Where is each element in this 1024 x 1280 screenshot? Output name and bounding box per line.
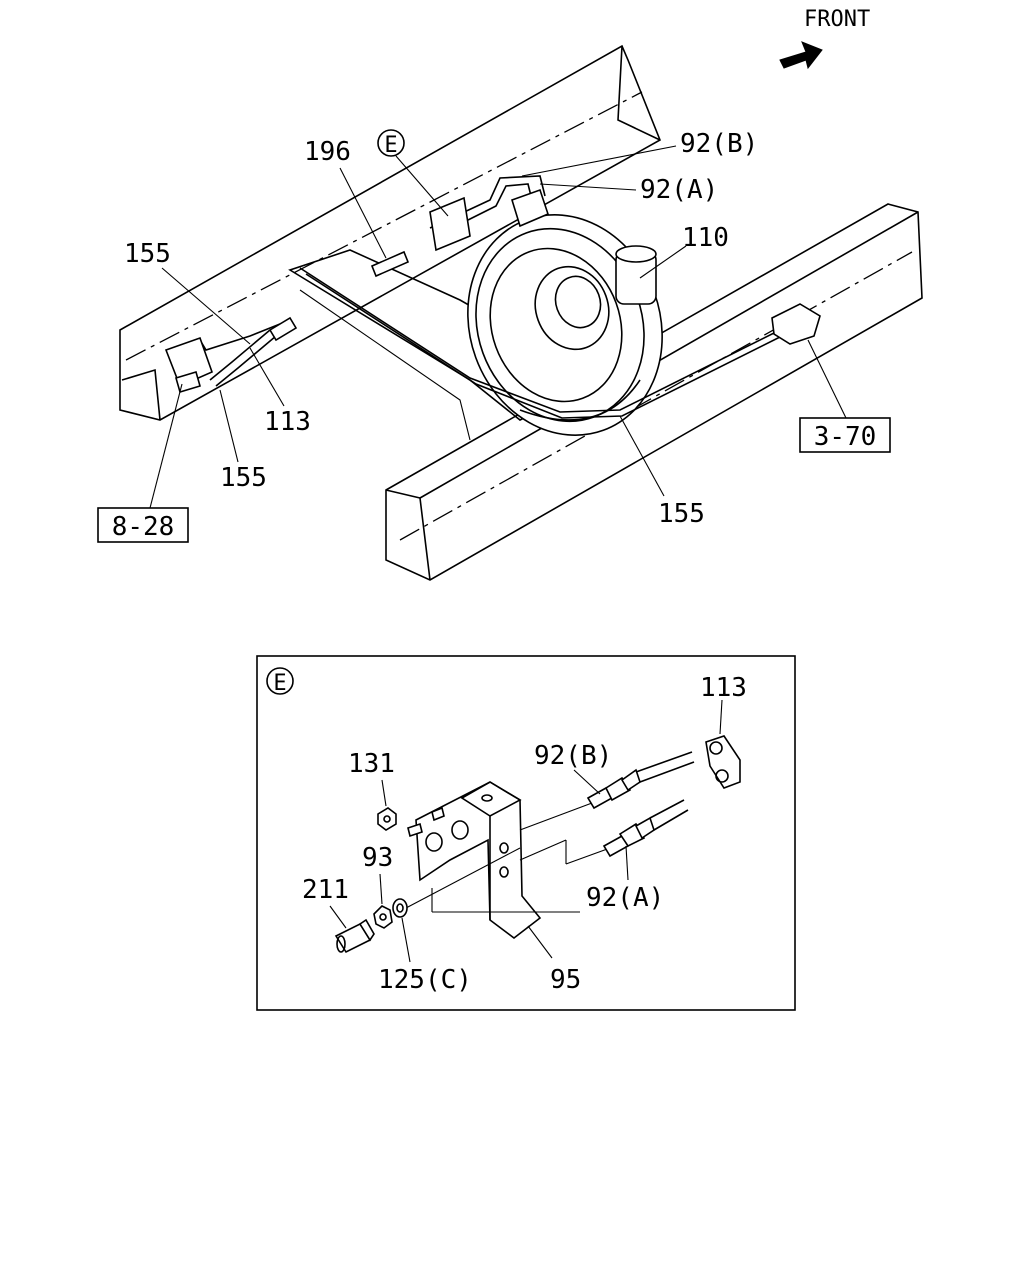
callout-196: 196 bbox=[304, 137, 351, 167]
callout-93: 93 bbox=[362, 843, 393, 873]
callout-125c: 125(C) bbox=[378, 965, 472, 995]
callout-95: 95 bbox=[550, 965, 581, 995]
svg-text:3-70: 3-70 bbox=[814, 422, 877, 452]
svg-text:E: E bbox=[273, 671, 286, 696]
callout-155-upper: 155 bbox=[124, 239, 171, 269]
ref-box-3-70[interactable]: 3-70 bbox=[799, 417, 891, 453]
nut-131 bbox=[377, 807, 397, 831]
callout-113-main: 113 bbox=[264, 407, 311, 437]
callout-211: 211 bbox=[302, 875, 349, 905]
leader-lines-main bbox=[149, 145, 847, 509]
bracket-95 bbox=[407, 781, 542, 940]
callout-155-left: 155 bbox=[220, 463, 267, 493]
callout-92b-detail: 92(B) bbox=[534, 741, 612, 771]
frame-assembly bbox=[119, 44, 923, 581]
front-label: FRONT bbox=[804, 7, 870, 32]
callout-92a-detail: 92(A) bbox=[586, 883, 664, 913]
svg-text:8-28: 8-28 bbox=[112, 512, 175, 542]
callout-131: 131 bbox=[348, 749, 395, 779]
valve-right bbox=[771, 303, 821, 345]
washer-125c bbox=[392, 898, 408, 918]
callout-113-detail: 113 bbox=[700, 673, 747, 703]
fitting-92a bbox=[602, 799, 689, 858]
detail-marker-e-main: E bbox=[377, 129, 405, 158]
mounting-bracket-e bbox=[429, 188, 549, 252]
callout-92a-main: 92(A) bbox=[640, 175, 718, 205]
callout-110: 110 bbox=[682, 223, 729, 253]
brake-drum bbox=[467, 214, 663, 436]
union-211 bbox=[334, 918, 375, 954]
clip-113 bbox=[705, 735, 741, 789]
ref-box-8-28[interactable]: 8-28 bbox=[97, 507, 189, 543]
nut-93 bbox=[373, 905, 393, 929]
callout-92b-main: 92(B) bbox=[680, 129, 758, 159]
valve-left bbox=[164, 336, 214, 393]
detail-frame bbox=[256, 655, 796, 1011]
fitting-92b bbox=[586, 751, 695, 810]
detail-marker-e: E bbox=[266, 667, 294, 696]
svg-text:E: E bbox=[384, 133, 397, 158]
callout-155-right: 155 bbox=[658, 499, 705, 529]
assembly-center-lines bbox=[405, 799, 611, 913]
brake-chamber-110 bbox=[615, 245, 657, 305]
arrow-right-icon bbox=[779, 41, 823, 70]
leader-lines-detail bbox=[329, 699, 723, 963]
